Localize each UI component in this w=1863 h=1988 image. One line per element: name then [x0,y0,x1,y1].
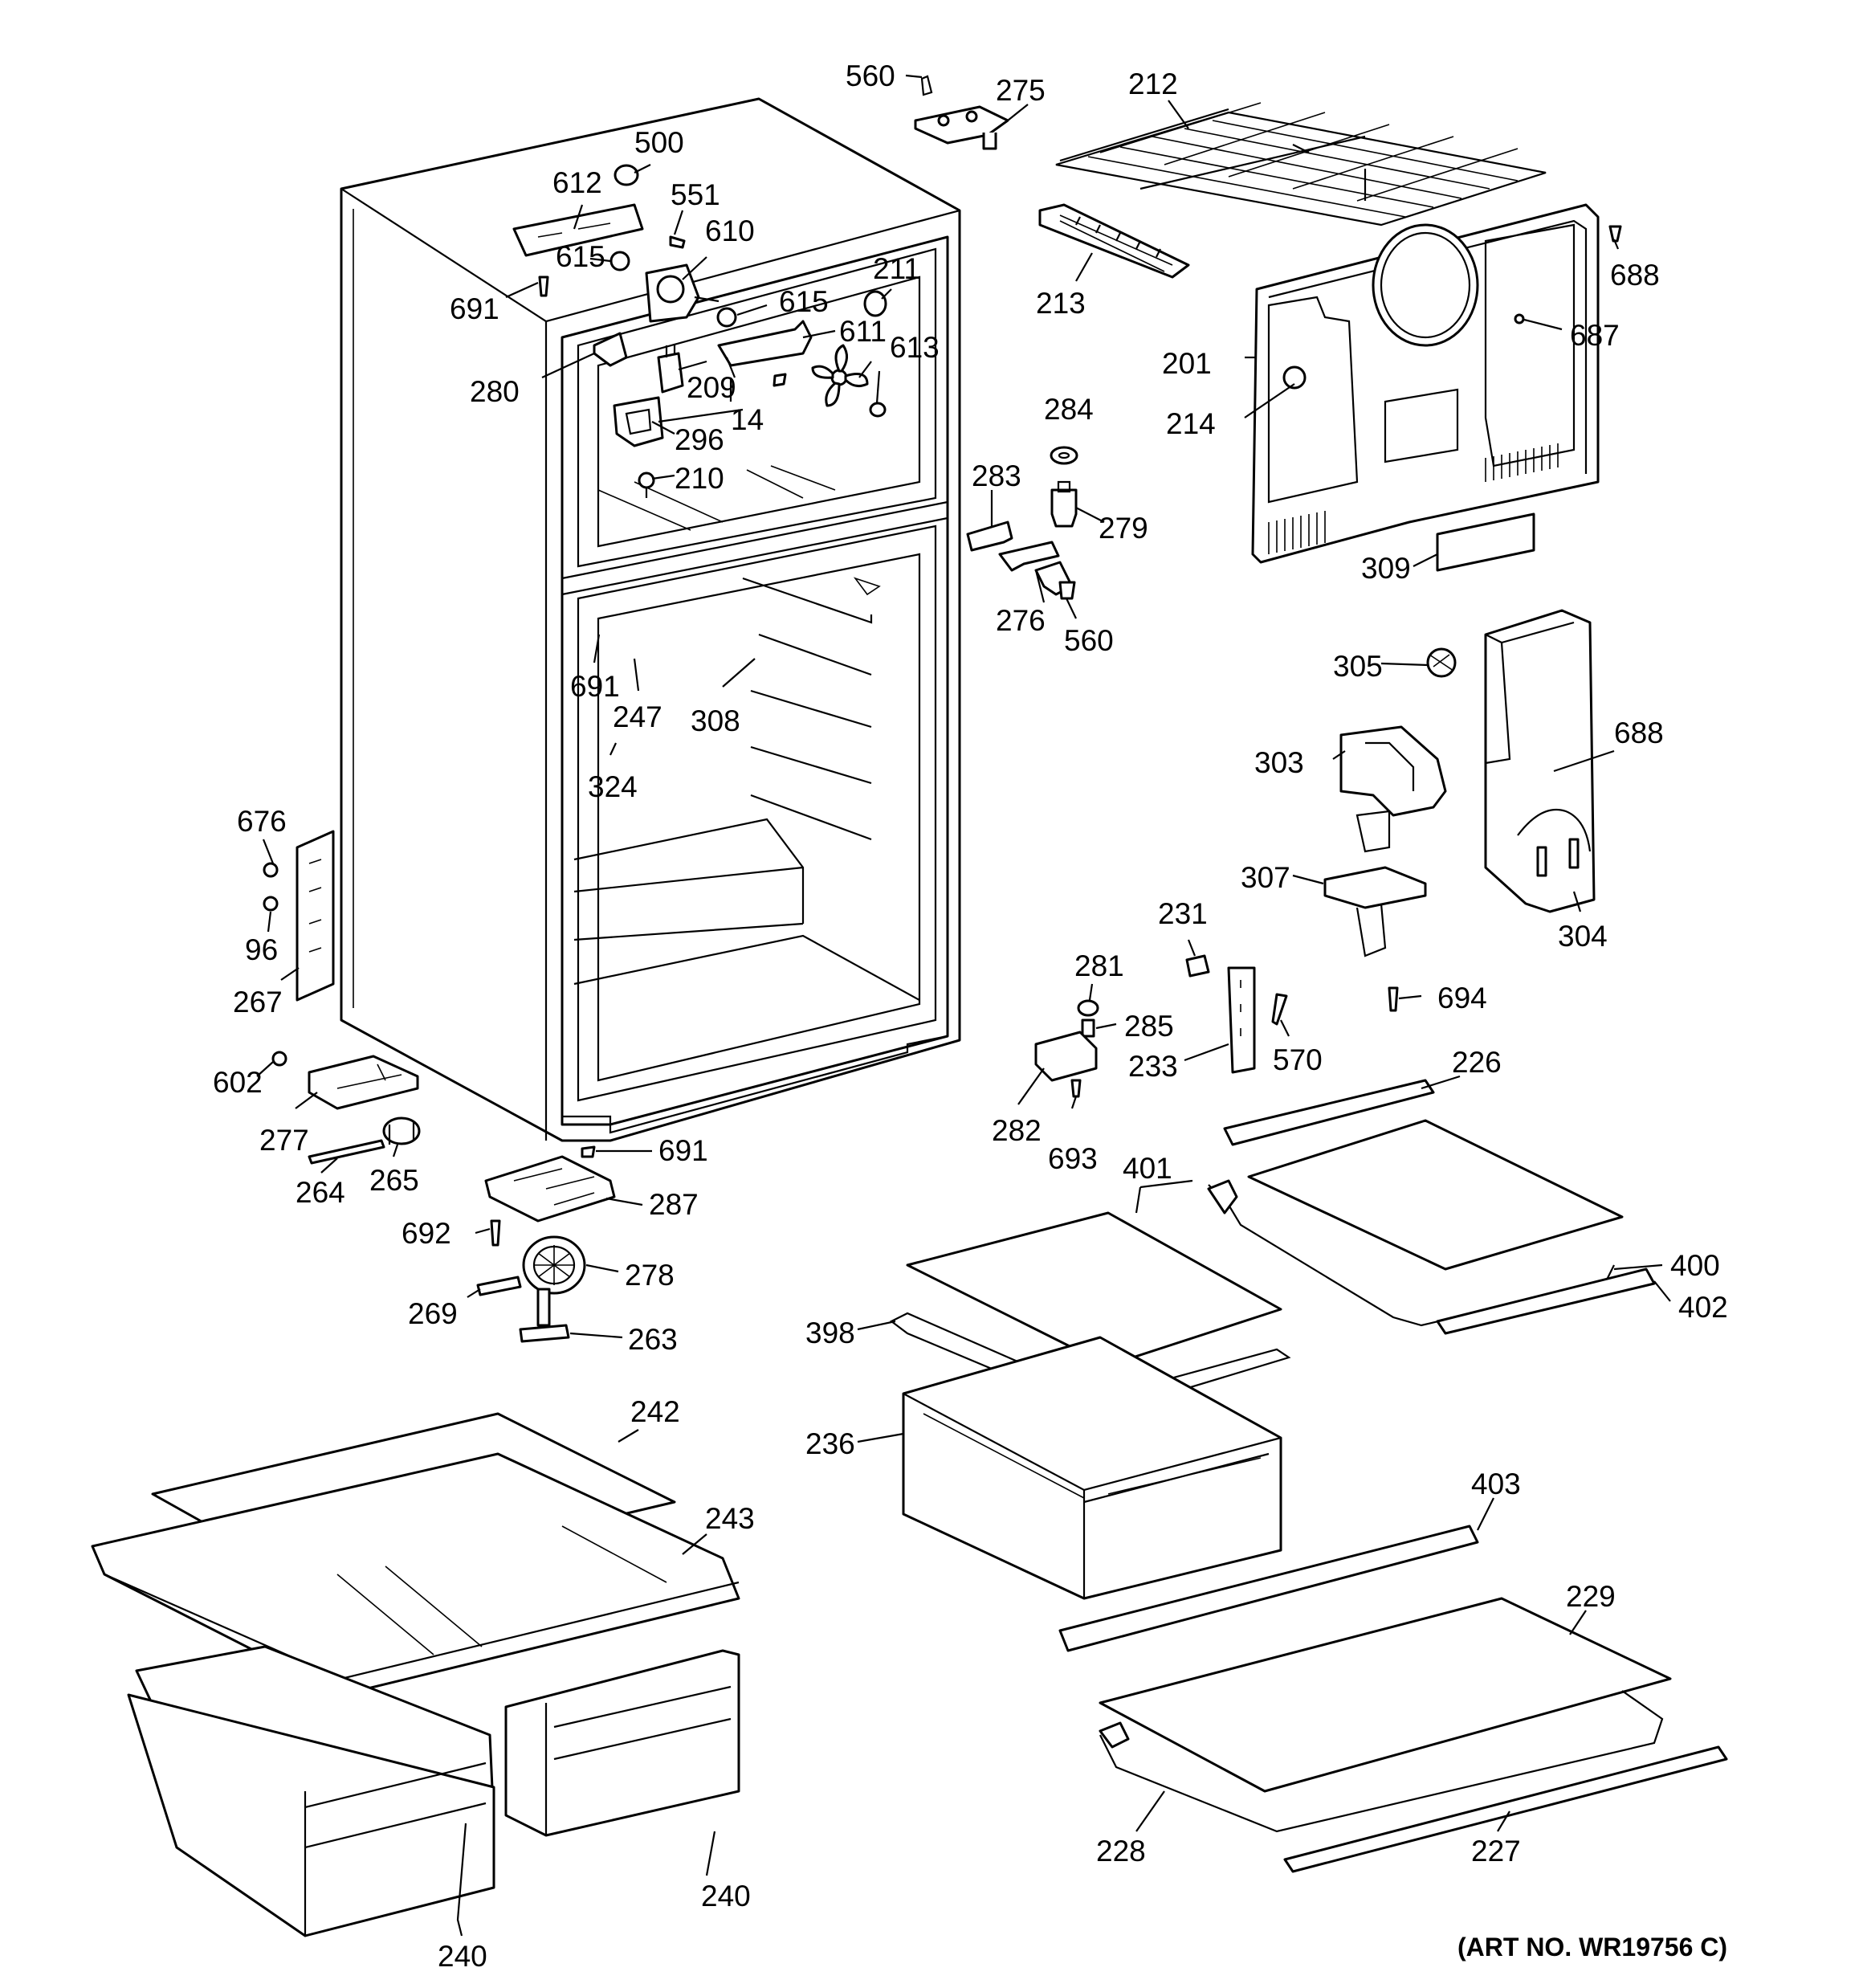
callout-305: 305 [1333,650,1383,683]
freezer-wire-shelf [1055,102,1547,227]
callout-228: 228 [1096,1835,1146,1868]
callout-233: 233 [1128,1050,1178,1083]
callout-610: 610 [705,214,755,247]
lower-hinge-and-side-parts [263,830,616,1343]
callout-551: 551 [671,178,720,211]
callout-402: 402 [1678,1291,1728,1324]
lower-glass-shelf-assembly [1058,1525,1728,1873]
callout-400: 400 [1670,1249,1720,1282]
callout-688-mid: 688 [1614,716,1664,749]
callout-691-bottom: 691 [658,1134,708,1167]
callout-304: 304 [1558,920,1608,953]
callout-287: 287 [649,1188,699,1221]
callout-284: 284 [1044,393,1094,426]
callout-612: 612 [552,166,602,199]
callout-691-mid: 691 [570,670,620,703]
callout-611: 611 [839,315,887,348]
callout-307: 307 [1241,861,1290,894]
callout-278: 278 [625,1259,675,1292]
fan-blade [811,344,869,407]
evaporator-cover [1251,203,1600,564]
callout-280: 280 [470,375,520,408]
fresh-food-control-parts [1323,609,1596,1012]
callout-613: 613 [890,331,940,364]
callout-277: 277 [259,1124,309,1157]
callout-201: 201 [1162,347,1212,380]
ice-tray [1038,203,1190,279]
callout-687: 687 [1570,319,1620,352]
callout-692: 692 [402,1217,451,1250]
callout-303: 303 [1254,746,1304,779]
callout-281: 281 [1074,949,1124,982]
callout-500: 500 [634,126,684,159]
callout-693: 693 [1048,1142,1098,1175]
callout-694: 694 [1437,982,1487,1014]
screw [1608,225,1622,243]
callout-236: 236 [805,1427,855,1460]
callout-285: 285 [1124,1010,1174,1043]
callout-401: 401 [1123,1152,1172,1185]
callout-570: 570 [1273,1043,1323,1076]
callout-96: 96 [245,933,278,966]
callout-240-left: 240 [438,1940,487,1973]
callout-211: 211 [873,252,920,285]
art-number: (ART NO. WR19756 C) [1457,1933,1727,1961]
callout-676: 676 [237,805,287,838]
callout-247: 247 [613,700,662,733]
callout-14: 14 [731,403,764,436]
callout-296: 296 [675,423,724,456]
callout-267: 267 [233,986,283,1018]
callout-231: 231 [1158,897,1208,930]
callout-398: 398 [805,1316,855,1349]
upper-glass-shelf-assembly [906,1079,1656,1367]
callout-227: 227 [1471,1835,1521,1868]
callout-265: 265 [369,1164,419,1197]
callout-242: 242 [630,1395,680,1428]
callout-269: 269 [408,1297,458,1330]
callout-214: 214 [1166,407,1216,440]
callout-309: 309 [1361,552,1411,585]
callout-324: 324 [588,770,638,803]
callout-263: 263 [628,1323,678,1356]
insulation-pad [1436,512,1535,572]
top-hinge [914,75,1009,150]
refrigerator-cabinet [340,97,961,1142]
callout-560-top: 560 [846,59,895,92]
callout-210: 210 [675,462,724,495]
callout-264: 264 [296,1176,345,1209]
callout-308: 308 [691,704,740,737]
callout-688-top: 688 [1610,259,1660,292]
callout-279: 279 [1099,512,1148,545]
callout-615-mid: 615 [779,285,829,318]
callout-275: 275 [996,74,1046,107]
center-hinge-parts [966,446,1078,600]
callout-213: 213 [1036,287,1086,320]
callout-229: 229 [1566,1580,1616,1613]
callout-226: 226 [1452,1046,1502,1079]
callout-403: 403 [1471,1468,1521,1500]
callout-209: 209 [687,371,736,404]
callout-282: 282 [992,1114,1042,1147]
callout-243: 243 [705,1502,755,1535]
callout-276: 276 [996,604,1046,637]
callout-labels: 560 275 212 500 612 551 610 615 691 211 … [213,59,1728,1973]
freezer-components [512,164,887,498]
callout-240-right: 240 [701,1880,751,1912]
callout-leader-lines [256,74,1671,1937]
callout-560-mid: 560 [1064,624,1114,657]
callout-212: 212 [1128,67,1178,100]
shelf-support-parts [1034,954,1288,1098]
callout-691-top: 691 [450,292,499,325]
callout-602: 602 [213,1066,263,1099]
freezer-pan-assembly [91,1412,740,1937]
crisper-drawer-assembly [889,1312,1291,1600]
callout-615-top: 615 [556,240,605,273]
callout-283: 283 [972,459,1021,492]
